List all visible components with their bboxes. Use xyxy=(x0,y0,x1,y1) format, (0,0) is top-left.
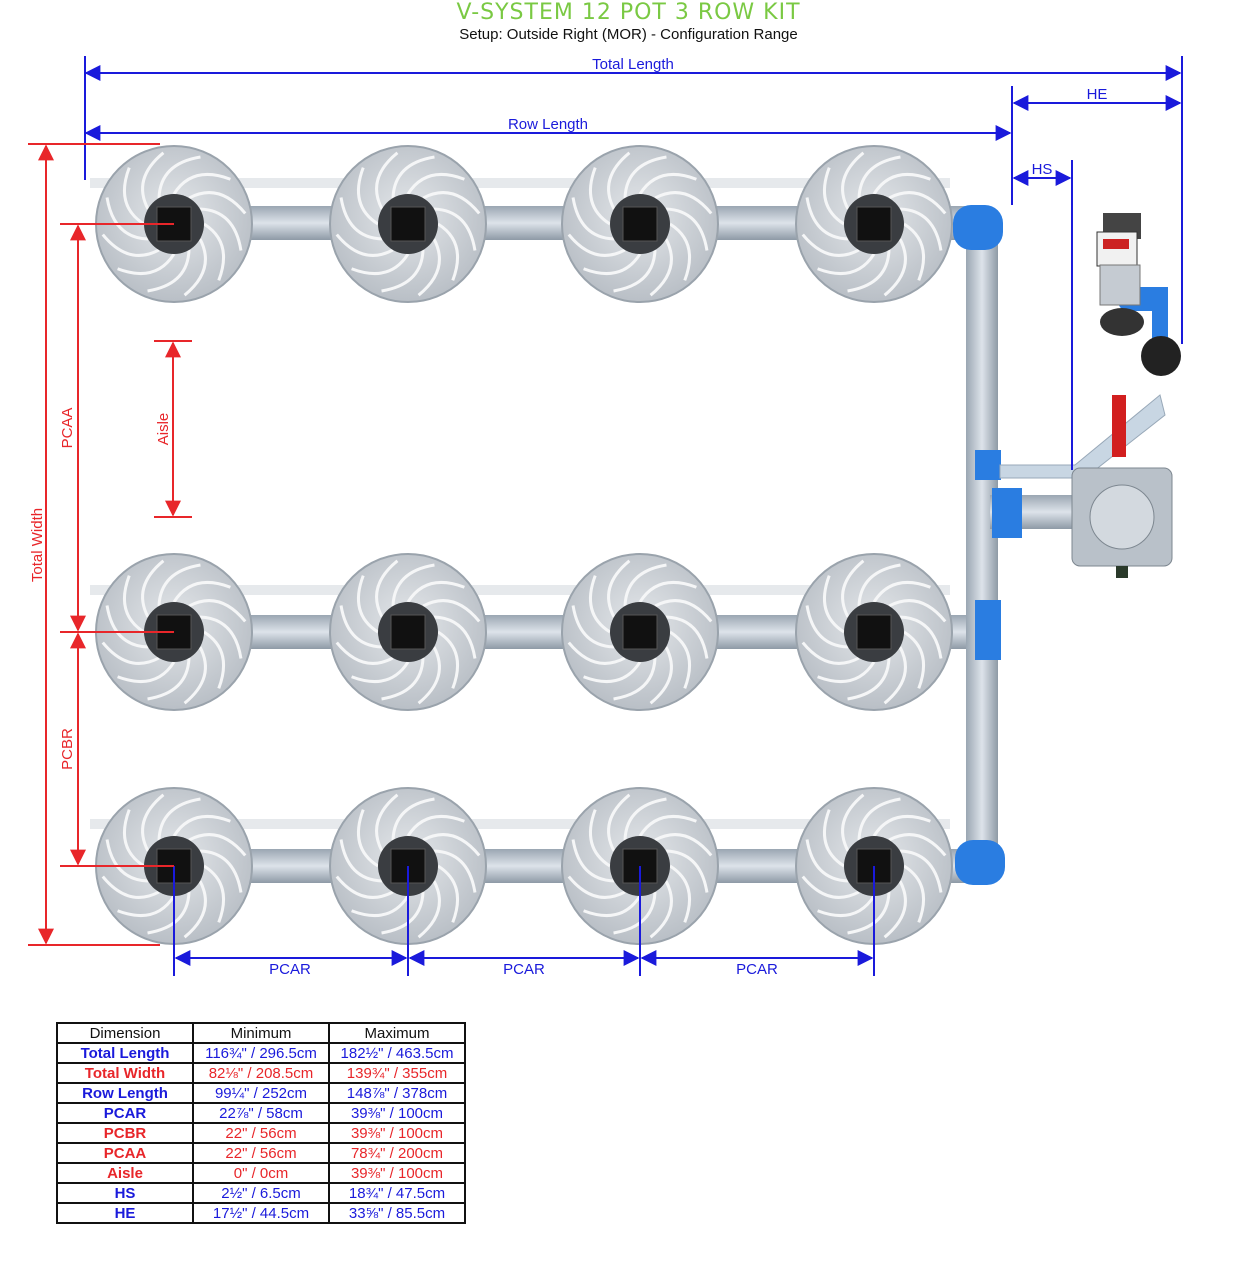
table-cell-name: Row Length xyxy=(56,1082,194,1104)
table-cell-min: 82⅛" / 208.5cm xyxy=(192,1062,330,1084)
table-header-dimension: Dimension xyxy=(56,1022,194,1044)
aisle-label: Aisle xyxy=(155,413,172,446)
row-length-label: Row Length xyxy=(508,116,588,133)
table-cell-max: 39⅜" / 100cm xyxy=(328,1122,466,1144)
pot xyxy=(329,145,487,303)
table-cell-name: Aisle xyxy=(56,1162,194,1184)
pump-controller xyxy=(1096,213,1181,376)
pcar-label-2: PCAR xyxy=(503,961,545,978)
table-cell-max: 33⅝" / 85.5cm xyxy=(328,1202,466,1224)
table-cell-min: 0" / 0cm xyxy=(192,1162,330,1184)
total-length-label: Total Length xyxy=(592,56,674,73)
dimension-lines-blue xyxy=(84,56,1183,976)
pcaa-label: PCAA xyxy=(59,408,76,449)
table-cell-max: 39⅜" / 100cm xyxy=(328,1162,466,1184)
pot xyxy=(795,553,953,711)
pot xyxy=(795,145,953,303)
hs-label: HS xyxy=(1032,161,1053,178)
table-cell-min: 22" / 56cm xyxy=(192,1142,330,1164)
pcbr-label: PCBR xyxy=(59,728,76,770)
table-cell-max: 78¾" / 200cm xyxy=(328,1142,466,1164)
table-cell-name: HS xyxy=(56,1182,194,1204)
table-header-minimum: Minimum xyxy=(192,1022,330,1044)
pot xyxy=(329,553,487,711)
pot-grid xyxy=(95,145,953,945)
diagram-title: V-SYSTEM 12 POT 3 ROW KIT xyxy=(456,0,801,25)
pot xyxy=(561,145,719,303)
table-cell-max: 182½" / 463.5cm xyxy=(328,1042,466,1064)
diagram-subtitle: Setup: Outside Right (MOR) - Configurati… xyxy=(459,26,798,43)
table-cell-max: 18¾" / 47.5cm xyxy=(328,1182,466,1204)
table-cell-max: 148⅞" / 378cm xyxy=(328,1082,466,1104)
table-cell-name: PCAA xyxy=(56,1142,194,1164)
table-cell-min: 17½" / 44.5cm xyxy=(192,1202,330,1224)
table-cell-min: 2½" / 6.5cm xyxy=(192,1182,330,1204)
table-cell-name: Total Length xyxy=(56,1042,194,1064)
pot xyxy=(561,553,719,711)
table-cell-name: Total Width xyxy=(56,1062,194,1084)
reservoir-tank xyxy=(1071,467,1173,578)
system-layout-diagram: Total Length HE Row Length HS PCAR PCAR … xyxy=(28,56,1183,978)
table-cell-min: 116¾" / 296.5cm xyxy=(192,1042,330,1064)
table-header-maximum: Maximum xyxy=(328,1022,466,1044)
table-cell-name: PCBR xyxy=(56,1122,194,1144)
table-header-row: Dimension Minimum Maximum xyxy=(56,1022,466,1044)
dimension-lines-red xyxy=(28,143,192,946)
total-width-label: Total Width xyxy=(29,508,46,582)
table-cell-name: PCAR xyxy=(56,1102,194,1124)
pcar-label-1: PCAR xyxy=(269,961,311,978)
table-cell-max: 39⅜" / 100cm xyxy=(328,1102,466,1124)
table-cell-min: 99¼" / 252cm xyxy=(192,1082,330,1104)
pcar-label-3: PCAR xyxy=(736,961,778,978)
he-label: HE xyxy=(1087,86,1108,103)
table-cell-min: 22⅞" / 58cm xyxy=(192,1102,330,1124)
table-cell-max: 139¾" / 355cm xyxy=(328,1062,466,1084)
table-cell-name: HE xyxy=(56,1202,194,1224)
table-cell-min: 22" / 56cm xyxy=(192,1122,330,1144)
